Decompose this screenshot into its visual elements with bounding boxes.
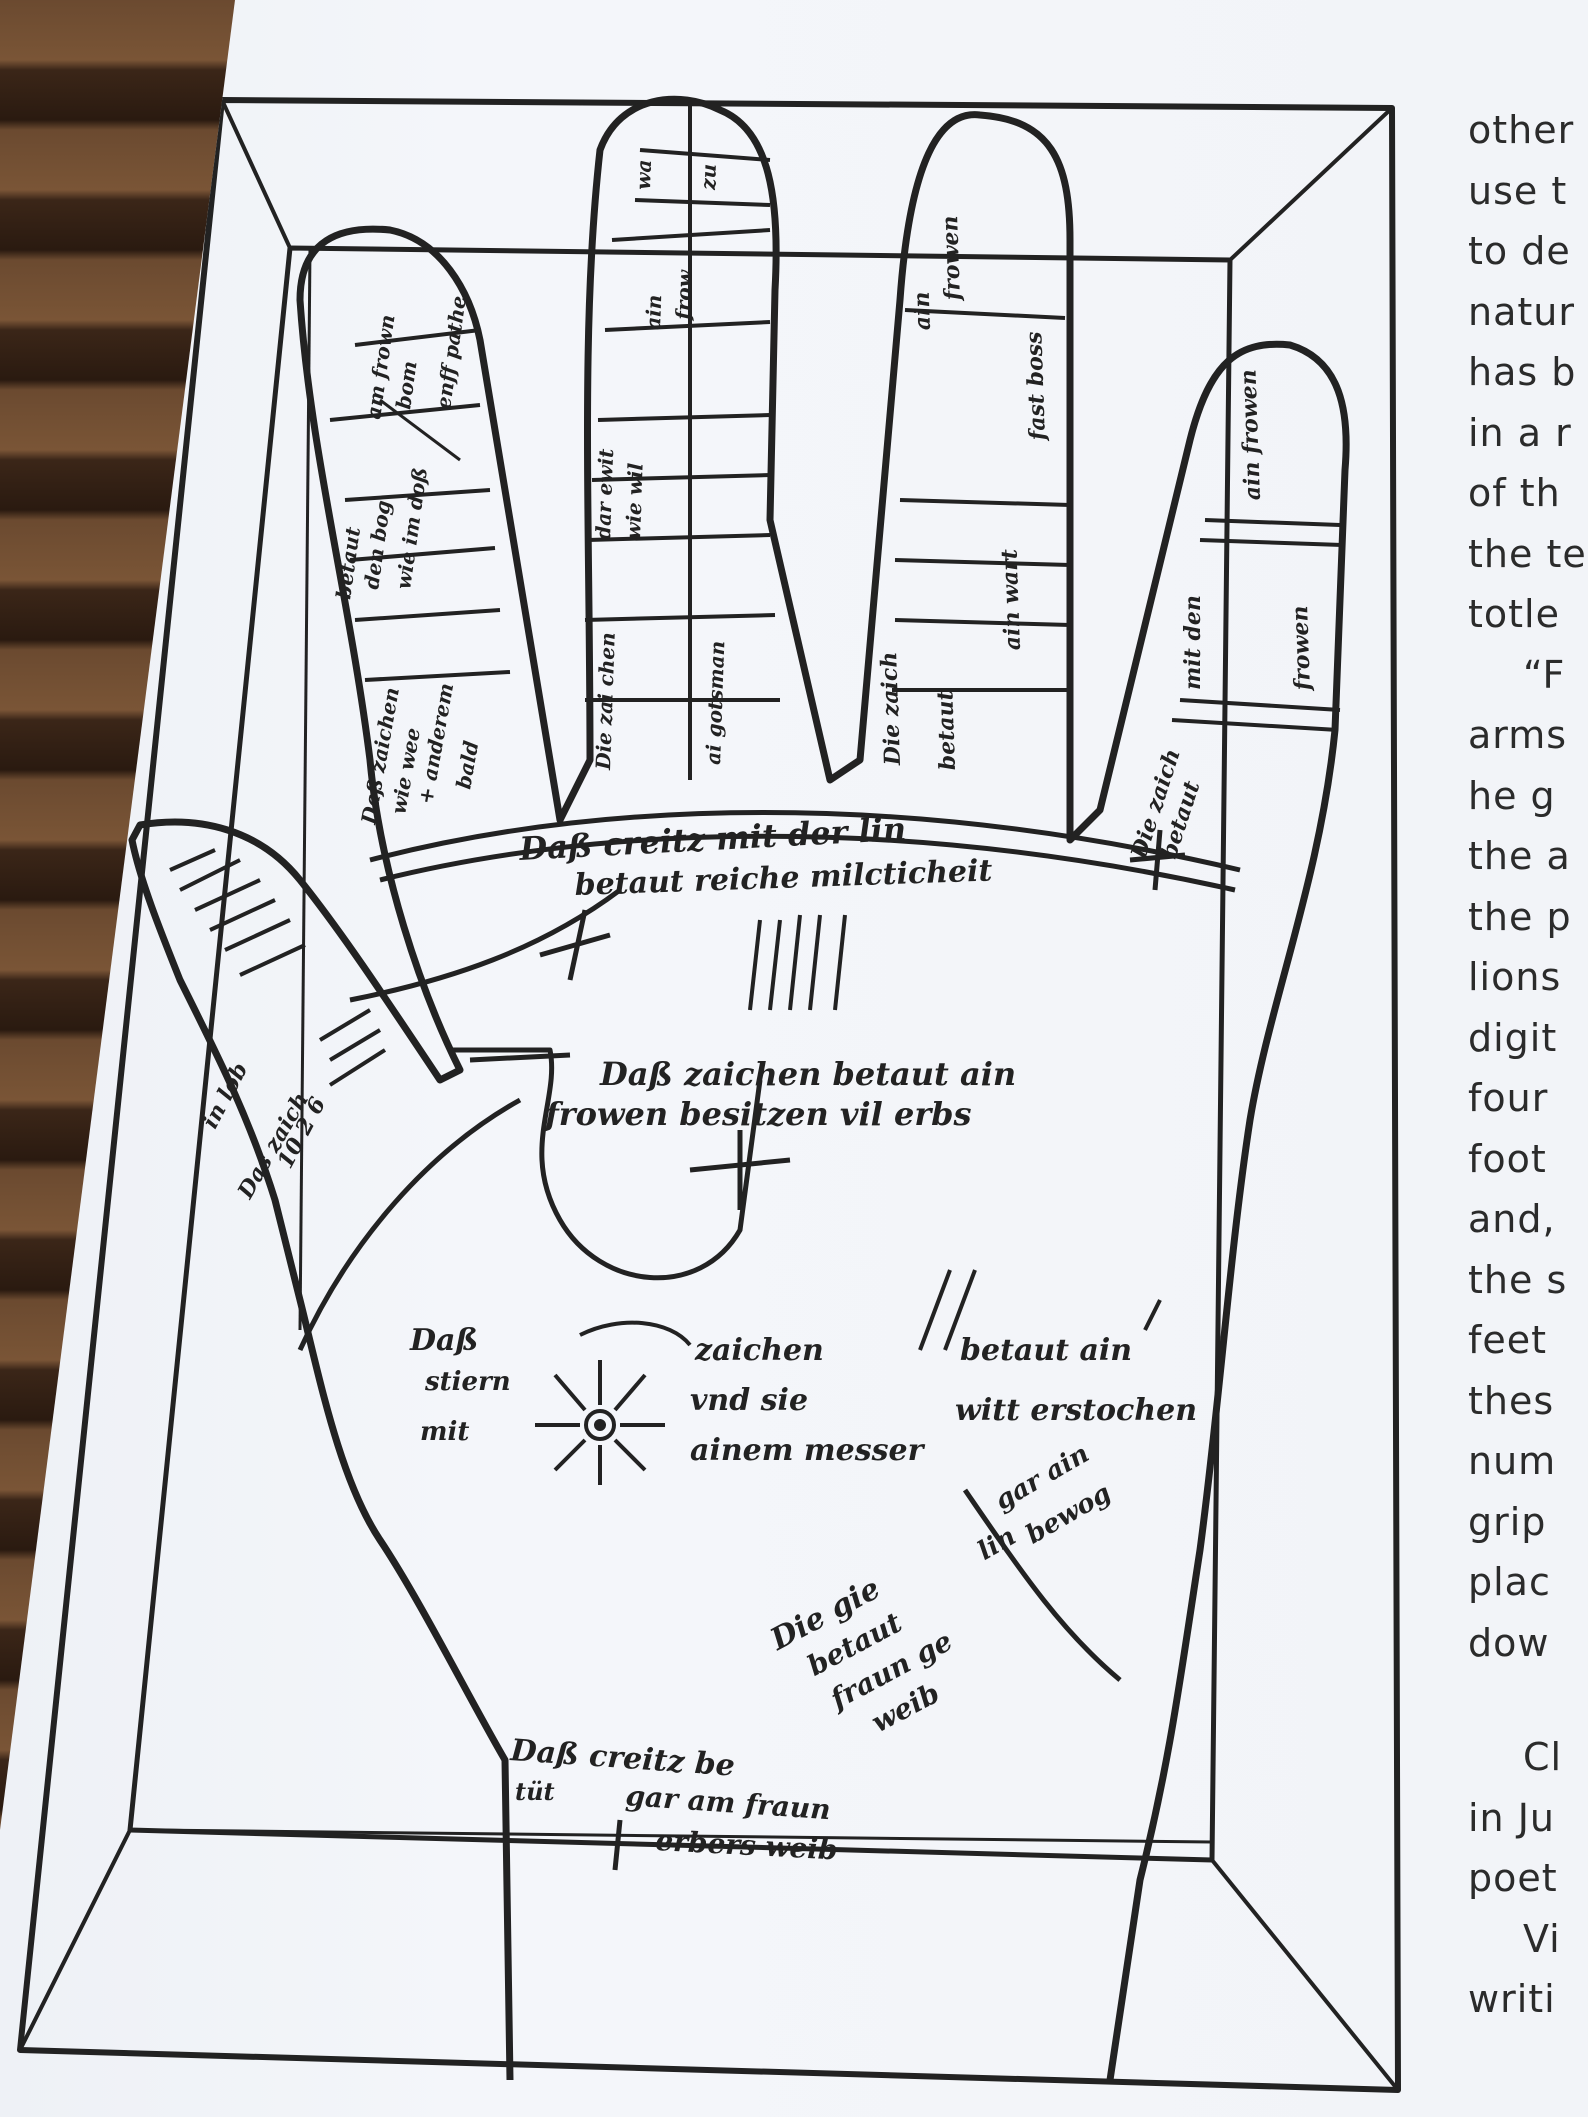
sun-left-text-1: Daß [409,1323,478,1358]
text-line: has b [1468,342,1588,403]
frame-inner [130,248,1230,1860]
middle-text-3: dar ewit [591,447,618,540]
middle-text-5: ain [641,294,666,330]
text-line: num [1468,1431,1588,1492]
text-line: Cl [1468,1727,1588,1788]
right-text-column: other use t to de natur has b in a r of … [1468,100,1588,2030]
palm-lines [300,813,1240,1681]
head-line-text-2: frowen besitzen vil erbs [543,1095,972,1133]
text-line: thes [1468,1371,1588,1432]
palm-label-heart-line: Daß creitz mit der lin betaut reiche mil… [517,810,993,903]
thumb-tally [170,850,385,1085]
text-line: natur [1468,282,1588,343]
sun-far-right-text-2: witt erstochen [955,1393,1197,1428]
text-line: plac [1468,1552,1588,1613]
palm-label-head-line: Daß zaichen betaut ain frowen besitzen v… [543,1055,1016,1133]
little-text-4: mit den [1180,595,1206,690]
finger-label-index: Daß zaichen wie wee + anderem bald betau… [331,294,483,827]
ring-text-3: ain [909,291,936,330]
index-text-9: bom [391,359,422,410]
paragraph-gap [1468,1673,1588,1727]
text-line: the a [1468,826,1588,887]
text-line: the s [1468,1250,1588,1311]
palm-label-lower-right: Die gie betaut fraun ge weib [764,1553,977,1764]
finger-label-little: Die zaich betaut ain frowen mit den frow… [1126,369,1316,863]
middle-text-1: Die zai chen [591,632,620,771]
sun-left-text-3: mit [420,1417,469,1447]
sun-right-text-3: ainem messer [690,1433,926,1468]
middle-text-4: wie wil [621,462,648,540]
ring-text-4: frowen [937,215,966,303]
palm-label-sun-left: Daß stiern mit [409,1323,511,1447]
index-text-4: bald [451,739,483,791]
text-line: to de [1468,221,1588,282]
sun-right-text-1: zaichen [694,1333,824,1368]
index-text-10: enff pathe [431,294,471,410]
text-line: arms [1468,705,1588,766]
text-line: totle [1468,584,1588,645]
text-line: he g [1468,766,1588,827]
text-line: grip [1468,1492,1588,1553]
sun-right-text-2: vnd sie [690,1383,808,1418]
index-text-6: den bog [359,499,395,591]
middle-text-6: frow [671,269,697,322]
text-line: four [1468,1068,1588,1129]
text-line: the te [1468,524,1588,585]
text-line: poet [1468,1848,1588,1909]
palm-label-sun-right: zaichen vnd sie ainem messer [690,1333,926,1468]
text-line: in Ju [1468,1788,1588,1849]
ring-text-2: betaut [932,690,961,771]
text-line: Vi [1468,1909,1588,1970]
text-line: of th [1468,463,1588,524]
middle-text-8: zu [696,163,721,191]
text-line: the p [1468,887,1588,948]
sun-far-right-text-1: betaut ain [960,1333,1132,1368]
text-line: other [1468,100,1588,161]
text-line: writi [1468,1969,1588,2030]
text-line: and, [1468,1189,1588,1250]
ring-text-1: Die zaich [876,651,906,766]
text-line: “F [1468,645,1588,706]
wrist-text-3: gar am fraun [625,1779,832,1826]
finger-label-thumb: Das zaich in lob 10 2 6 [197,1058,331,1203]
text-line: lions [1468,947,1588,1008]
little-text-3: ain frowen [1235,369,1266,501]
wrist-text-2: tüt [515,1777,555,1806]
middle-text-2: ai gotsman [701,640,729,765]
text-line: dow [1468,1613,1588,1674]
text-line: in a r [1468,403,1588,464]
little-text-5: frowen [1287,605,1316,693]
head-line-text-1: Daß zaichen betaut ain [599,1055,1016,1093]
text-line: feet [1468,1310,1588,1371]
text-line: foot [1468,1129,1588,1190]
palm-label-sun-far-right: betaut ain witt erstochen [955,1333,1197,1428]
palm-label-wrist: Daß creitz be tüt gar am fraun erbers we… [508,1733,838,1867]
text-line: use t [1468,161,1588,222]
wrist-text-4: erbers weib [655,1824,839,1866]
index-text-7: wie im doß [391,466,432,591]
text-line: digit [1468,1008,1588,1069]
sun-symbol [535,1323,690,1485]
ring-text-5: ain wart [996,549,1026,651]
sun-left-text-2: stiern [424,1367,511,1397]
middle-text-7: wa [631,159,656,190]
ring-text-6: fast boss [1021,331,1051,443]
